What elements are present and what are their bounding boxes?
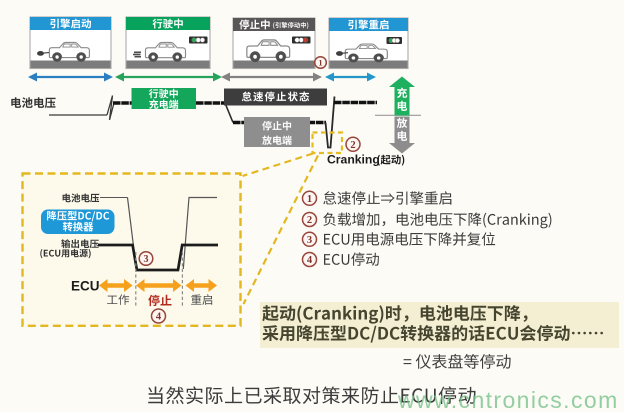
- svg-text:3: 3: [144, 254, 149, 265]
- svg-text:ECU: ECU: [71, 279, 100, 294]
- svg-text:www.cntronics.com: www.cntronics.com: [397, 387, 619, 412]
- svg-text:4: 4: [307, 255, 313, 266]
- svg-text:2: 2: [350, 140, 355, 151]
- svg-text:1: 1: [318, 57, 322, 67]
- svg-text:3: 3: [307, 235, 312, 246]
- svg-text:Cranking: Cranking: [327, 153, 380, 167]
- svg-text:4: 4: [156, 312, 162, 323]
- svg-text:1: 1: [307, 194, 312, 205]
- svg-text:2: 2: [307, 215, 312, 226]
